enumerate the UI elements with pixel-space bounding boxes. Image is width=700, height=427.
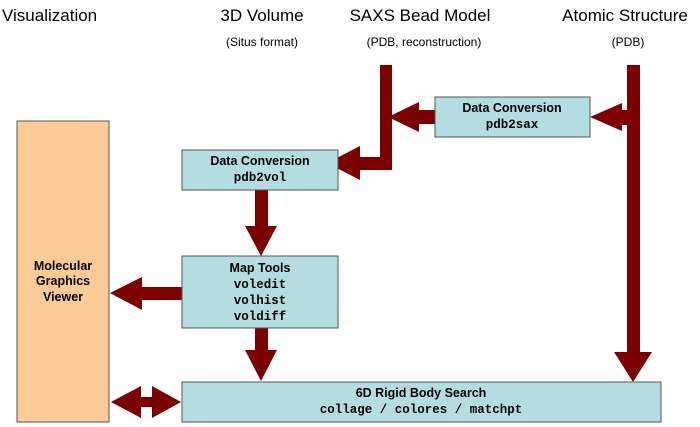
viewer-label-line-3: Viewer	[43, 290, 83, 304]
pdb2sax-box	[434, 96, 591, 138]
rigid-body-search-title: 6D Rigid Body Search	[356, 386, 487, 400]
visualization-heading: Visualization	[2, 6, 97, 25]
map-tool-voledit: voledit	[234, 278, 287, 292]
pdb2vol-box-title: Data Conversion	[210, 154, 309, 168]
atomic-subheading: (PDB)	[612, 35, 645, 49]
rigid-body-search-tools: collage / colores / matchpt	[320, 403, 523, 417]
arrow-maptools-to-viewer	[110, 277, 182, 310]
viewer-box	[16, 120, 110, 423]
arrow-pdb2sax-to-saxs	[388, 102, 435, 132]
arrows	[110, 65, 652, 418]
map-tool-volhist: volhist	[234, 294, 287, 308]
pdb2vol-tool: pdb2vol	[234, 171, 287, 185]
saxs-heading: SAXS Bead Model	[350, 6, 491, 25]
arrow-pdb2vol-to-maptools	[245, 190, 277, 256]
arrow-viewer-search-bidirectional	[111, 386, 181, 418]
volume-heading: 3D Volume	[220, 6, 303, 25]
map-tool-voldiff: voldiff	[234, 310, 287, 324]
arrow-maptools-to-search	[245, 328, 277, 381]
rigid-body-search-box	[181, 381, 662, 423]
pdb2sax-box-title: Data Conversion	[462, 101, 561, 115]
viewer-label-line-1: Molecular	[34, 259, 92, 273]
volume-subheading: (Situs format)	[226, 35, 298, 49]
pdb2vol-box	[181, 149, 339, 191]
atomic-heading: Atomic Structure	[562, 6, 688, 25]
viewer-label-line-2: Graphics	[36, 274, 90, 288]
map-tools-box	[181, 255, 339, 329]
arrow-atomic-to-search	[614, 65, 652, 382]
pdb2sax-tool: pdb2sax	[486, 118, 539, 132]
saxs-subheading: (PDB, reconstruction)	[367, 35, 482, 49]
arrow-atomic-to-pdb2sax	[590, 103, 628, 131]
map-tools-title: Map Tools	[230, 261, 291, 275]
arrow-saxs-to-pdb2vol	[327, 65, 392, 180]
